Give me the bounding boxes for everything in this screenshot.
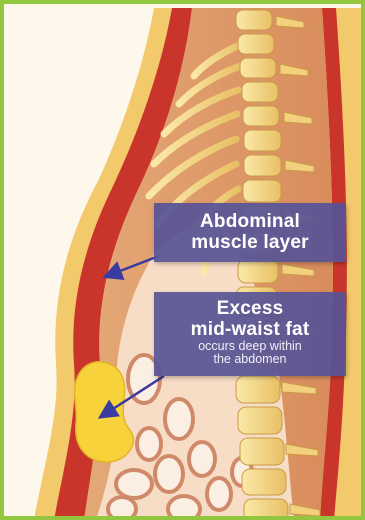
fat-label-line2: mid-waist fat <box>154 319 346 340</box>
muscle-label-line2: muscle layer <box>154 232 346 253</box>
torso-cross-section-illustration <box>4 4 365 520</box>
muscle-label-line1: Abdominal <box>154 203 346 232</box>
abdominal-muscle-callout: Abdominal muscle layer <box>154 203 346 262</box>
fat-label-line1: Excess <box>154 292 346 319</box>
excess-fat-callout: Excess mid-waist fat occurs deep within … <box>154 292 346 376</box>
fat-label-line4: the abdomen <box>154 353 346 366</box>
